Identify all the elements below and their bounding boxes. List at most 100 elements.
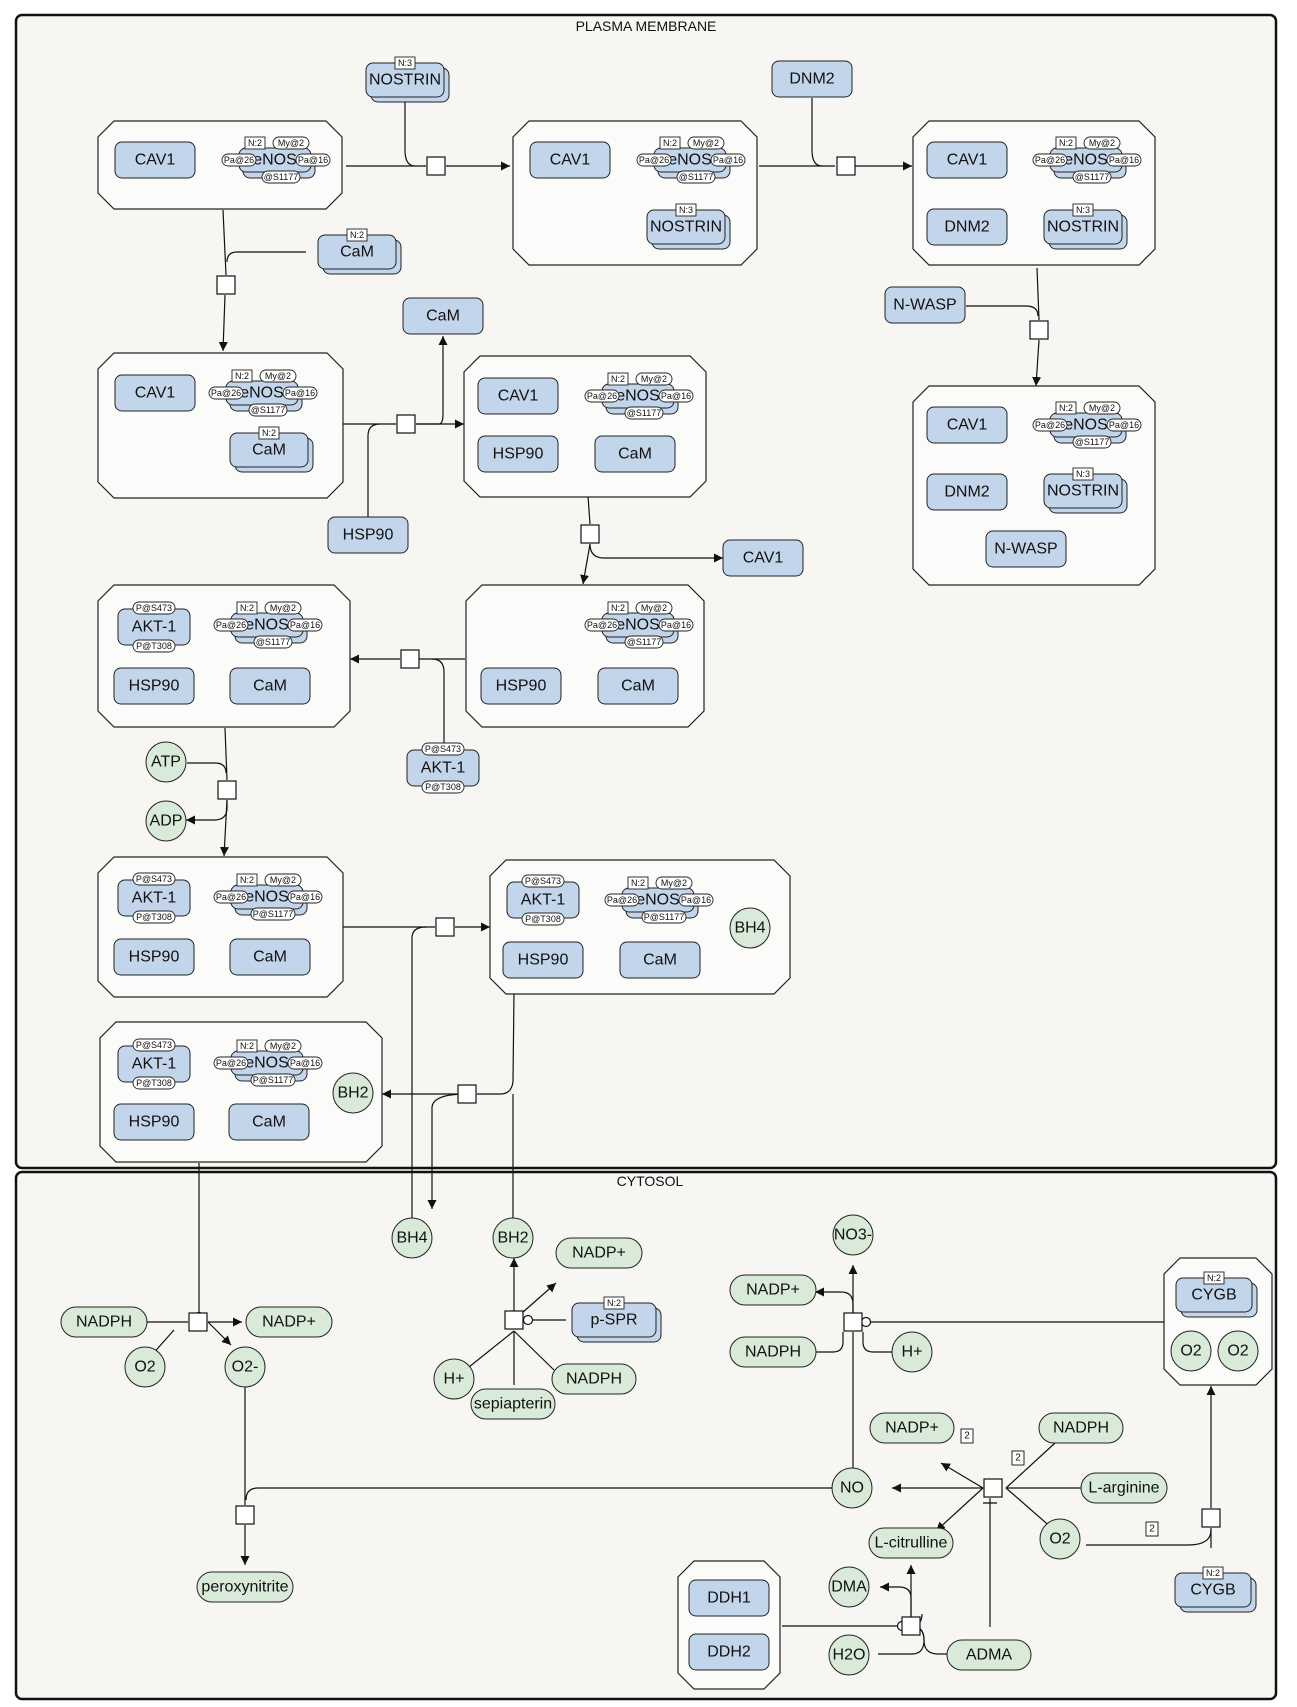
akt1-sv-s473 <box>132 601 176 615</box>
dnm2-label: DNM2 <box>789 71 834 88</box>
cav1-label: CAV1 <box>743 550 784 567</box>
arc <box>1036 267 1040 321</box>
bh2 <box>332 1072 374 1114</box>
enos-unit-of-information-label: N:2 <box>240 1041 254 1051</box>
hsp90-label: HSP90 <box>129 1114 180 1131</box>
cam-label: CaM <box>252 1114 286 1131</box>
enos-sv-pa16-label: Pa@16 <box>285 388 315 398</box>
enos-sv-pa16-label: Pa@16 <box>1109 155 1139 165</box>
akt1-sv-s473-label: P@S473 <box>136 603 172 613</box>
h-plus-label: H+ <box>444 1371 465 1388</box>
enos-sv-s1177-label: @S1177 <box>251 405 286 415</box>
o2-label: O2 <box>1049 1531 1070 1548</box>
enos-sv-pa26 <box>1032 418 1068 432</box>
cav1 <box>529 141 611 179</box>
enos-sv-my2 <box>264 1039 302 1053</box>
arc <box>1005 1487 1054 1530</box>
enos-sv-s1177-label: @S1177 <box>627 408 662 418</box>
nostrin-label: NOSTRIN <box>650 219 722 236</box>
enos-sv-s1177 <box>250 1073 296 1087</box>
arc <box>815 1287 854 1322</box>
p-spr-label: p-SPR <box>590 1312 637 1329</box>
adp-label: ADP <box>150 813 183 830</box>
enos-sv-my2 <box>272 136 310 150</box>
arc <box>811 98 823 167</box>
nostrin-unit-of-information <box>1072 467 1094 481</box>
enos-sv-pa26-label: Pa@26 <box>1035 420 1065 430</box>
arc <box>224 727 228 781</box>
arc <box>477 991 515 1095</box>
enos-sv-my2 <box>1083 136 1121 150</box>
enos-sv-pa26 <box>213 890 249 904</box>
arc <box>226 251 306 263</box>
dnm2 <box>926 473 1008 511</box>
cam-unit-of-information-label: N:2 <box>350 230 364 240</box>
cam-unit-of-information <box>258 426 280 440</box>
sepiapterin <box>470 1388 556 1420</box>
arc <box>431 658 445 748</box>
catalysis-cygb <box>860 1316 872 1328</box>
nadph-label: NADPH <box>566 1371 622 1388</box>
cam-unit-of-information-label: N:2 <box>262 428 276 438</box>
arc <box>580 543 591 585</box>
enos-sv-pa26-label: Pa@26 <box>639 155 669 165</box>
enos-sv-pa16 <box>658 618 694 632</box>
bh4-label: BH4 <box>396 1230 427 1247</box>
enos-sv-pa16 <box>295 153 331 167</box>
akt1-sv-s473-label: P@S473 <box>136 874 172 884</box>
nostrin-unit-of-information <box>394 56 416 70</box>
enos-sv-pa26 <box>208 386 244 400</box>
nadp-label: NADP+ <box>746 1282 800 1299</box>
arc-layer <box>141 81 1216 1655</box>
enos-label: eNOS <box>245 889 289 906</box>
o2 <box>1217 1330 1259 1372</box>
enos-sv-pa16 <box>287 890 323 904</box>
process-node <box>504 1310 524 1330</box>
process-node <box>457 1084 477 1104</box>
akt1-sv-t308-label: P@T308 <box>136 1078 172 1088</box>
hsp90 <box>113 938 195 976</box>
cam-label: CaM <box>252 442 286 459</box>
nadph <box>1038 1412 1124 1444</box>
enos-sv-s1177-label: P@S1177 <box>644 912 685 922</box>
enos-label: eNOS <box>253 152 297 169</box>
hsp90 <box>480 667 562 705</box>
enos-sv-pa26 <box>213 618 249 632</box>
enos-sv-pa26-label: Pa@26 <box>224 155 254 165</box>
dnm2-label: DNM2 <box>944 484 989 501</box>
p-spr-unit-of-information-label: N:2 <box>607 1298 621 1308</box>
enos-sv-s1177-label: P@S1177 <box>253 909 294 919</box>
stoich-nadph <box>1011 1450 1025 1466</box>
cav1 <box>477 377 559 415</box>
enos-unit-of-information <box>1055 401 1077 415</box>
enos-sv-s1177 <box>641 910 687 924</box>
enos-unit-of-information <box>627 876 649 890</box>
nadp <box>555 1237 643 1269</box>
cygb-unit-of-information-label: N:2 <box>1206 1568 1220 1578</box>
enos-sv-s1177 <box>1072 435 1112 449</box>
process-node <box>843 1312 863 1332</box>
akt1-sv-t308-label: P@T308 <box>136 641 172 651</box>
enos-sv-s1177-label: @S1177 <box>264 172 299 182</box>
akt1-sv-t308-label: P@T308 <box>425 782 461 792</box>
enos-sv-pa16 <box>287 1056 323 1070</box>
enos-label: eNOS <box>616 617 660 634</box>
enos-sv-pa16 <box>282 386 318 400</box>
enos-sv-pa16-label: Pa@16 <box>290 1058 320 1068</box>
hsp90 <box>113 1103 195 1141</box>
enos-sv-my2 <box>635 372 673 386</box>
nadph <box>729 1336 817 1368</box>
cam-label: CaM <box>253 678 287 695</box>
enos-sv-pa26-label: Pa@26 <box>216 892 246 902</box>
enos-unit-of-information <box>607 601 629 615</box>
enos-sv-pa26 <box>636 153 672 167</box>
enos-sv-pa26-label: Pa@26 <box>587 620 617 630</box>
cav1-label: CAV1 <box>498 388 539 405</box>
adma-label: ADMA <box>966 1647 1013 1664</box>
enos-sv-s1177 <box>676 170 716 184</box>
enos-unit-of-information-label: N:2 <box>1059 138 1073 148</box>
akt1-label: AKT-1 <box>132 1056 177 1073</box>
o2-label: O2 <box>1227 1343 1248 1360</box>
